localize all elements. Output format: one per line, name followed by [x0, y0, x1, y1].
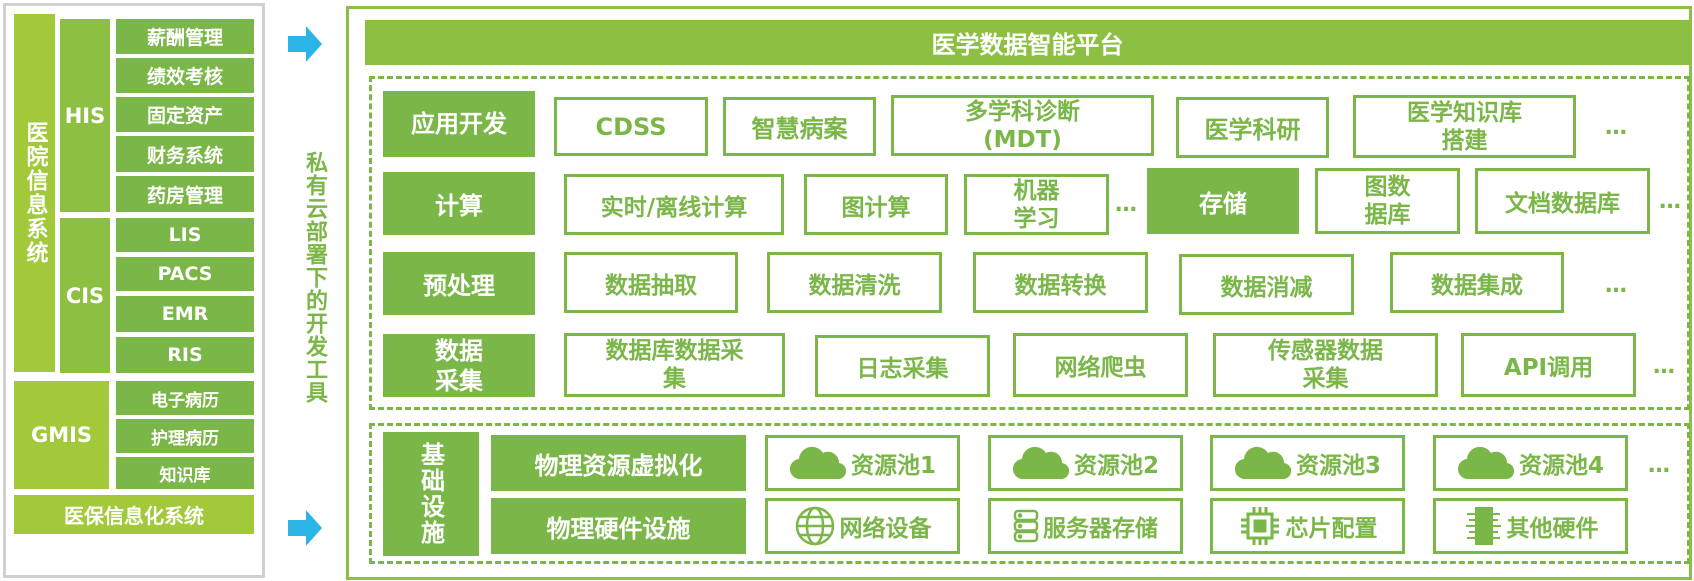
pools-more-ellipsis: … [1648, 452, 1670, 478]
device-label: 其他硬件 [1506, 516, 1599, 542]
row-label-app-dev: 应用开发 [383, 91, 535, 157]
collect-more-ellipsis: … [1653, 353, 1675, 379]
device-other-hardware: 其他硬件 [1433, 498, 1628, 554]
preprocess-item-transform: 数据转换 [973, 252, 1148, 313]
device-network: 网络设备 [765, 498, 960, 554]
storage-more-ellipsis: … [1659, 188, 1681, 214]
infra-hardware: 物理硬件设施 [491, 498, 746, 554]
app-item-smart-records: 智慧病案 [723, 97, 876, 156]
infra-virtualization: 物理资源虚拟化 [491, 435, 746, 491]
app-item-cdss: CDSS [554, 97, 708, 156]
resource-pool-label: 资源池1 [850, 453, 936, 479]
his-item-pharmacy: 药房管理 [116, 176, 254, 212]
resource-pool-label: 资源池4 [1518, 453, 1604, 479]
resource-pool-3: 资源池3 [1210, 435, 1405, 491]
his-item-performance: 绩效考核 [116, 58, 254, 93]
private-cloud-dev-tools-label: 私有云部署下的开发工具 [302, 150, 327, 404]
resource-pool-label: 资源池2 [1073, 453, 1159, 479]
platform-frame [346, 6, 1692, 580]
app-item-mdt: 多学科诊断 (MDT) [891, 95, 1154, 156]
device-label: 芯片配置 [1285, 516, 1378, 542]
arrow-top-icon [288, 26, 322, 62]
gmis-item-knowledge: 知识库 [116, 457, 254, 489]
preprocess-item-integrate: 数据集成 [1390, 252, 1564, 313]
cloud-icon [1012, 445, 1070, 481]
compute-more-ellipsis: … [1115, 191, 1137, 217]
preprocess-more-ellipsis: … [1605, 272, 1627, 298]
compute-item-ml: 机器 学习 [964, 174, 1109, 235]
his-item-finance: 财务系统 [116, 136, 254, 172]
resource-pool-label: 资源池3 [1295, 453, 1381, 479]
device-label: 网络设备 [839, 516, 932, 542]
his-item-payroll: 薪酬管理 [116, 19, 254, 54]
preprocess-item-reduce: 数据消减 [1179, 254, 1354, 315]
compute-item-graph: 图计算 [804, 174, 948, 235]
his-label: HIS [60, 19, 110, 212]
cloud-icon [1234, 445, 1292, 481]
device-label: 服务器存储 [1043, 516, 1158, 542]
server-icon [1013, 509, 1039, 543]
row-label-compute: 计算 [383, 172, 535, 235]
compute-item-realtime: 实时/离线计算 [564, 174, 784, 235]
storage-item-graph-db: 图数 据库 [1315, 168, 1460, 234]
upper-section-frame [369, 76, 1690, 410]
globe-icon [794, 505, 836, 547]
cis-item-emr: EMR [116, 296, 254, 332]
cis-item-pacs: PACS [116, 257, 254, 291]
platform-title: 医学数据智能平台 [365, 20, 1690, 65]
device-server: 服务器存储 [988, 498, 1183, 554]
row-label-collect: 数据 采集 [383, 334, 535, 397]
infra-label: 基础设施 [383, 432, 479, 556]
app-more-ellipsis: … [1605, 114, 1627, 140]
collect-item-database: 数据库数据采 集 [564, 333, 785, 397]
resource-pool-4: 资源池4 [1433, 435, 1628, 491]
cloud-icon [1457, 445, 1515, 481]
arrow-bottom-icon [288, 510, 322, 546]
cis-item-lis: LIS [116, 218, 254, 252]
cis-item-ris: RIS [116, 337, 254, 373]
resource-pool-1: 资源池1 [765, 435, 960, 491]
collect-item-crawler: 网络爬虫 [1013, 333, 1188, 397]
resource-pool-2: 资源池2 [988, 435, 1183, 491]
collect-item-sensor: 传感器数据 采集 [1213, 333, 1438, 397]
device-chip: 芯片配置 [1210, 498, 1405, 554]
row-label-preprocess: 预处理 [383, 252, 535, 315]
gmis-label: GMIS [14, 381, 109, 489]
insurance-system-label: 医保信息化系统 [14, 495, 254, 534]
circuit-board-icon [1463, 504, 1503, 548]
app-item-research: 医学科研 [1176, 97, 1329, 158]
gmis-item-nursing: 护理病历 [116, 419, 254, 453]
preprocess-item-extract: 数据抽取 [564, 252, 738, 313]
storage-label: 存储 [1147, 168, 1299, 234]
gmis-item-emr: 电子病历 [116, 381, 254, 415]
chip-icon [1238, 504, 1282, 548]
preprocess-item-clean: 数据清洗 [767, 252, 942, 313]
app-item-knowledge-base: 医学知识库 搭建 [1353, 95, 1576, 158]
hospital-system-label: 医院信息系统 [14, 14, 55, 372]
storage-item-document-db: 文档数据库 [1475, 168, 1650, 234]
collect-item-logs: 日志采集 [815, 335, 990, 397]
his-item-fixed-assets: 固定资产 [116, 97, 254, 132]
cis-label: CIS [60, 218, 110, 373]
collect-item-api: API调用 [1461, 333, 1636, 397]
cloud-icon [789, 445, 847, 481]
infra-section-frame [369, 423, 1690, 564]
